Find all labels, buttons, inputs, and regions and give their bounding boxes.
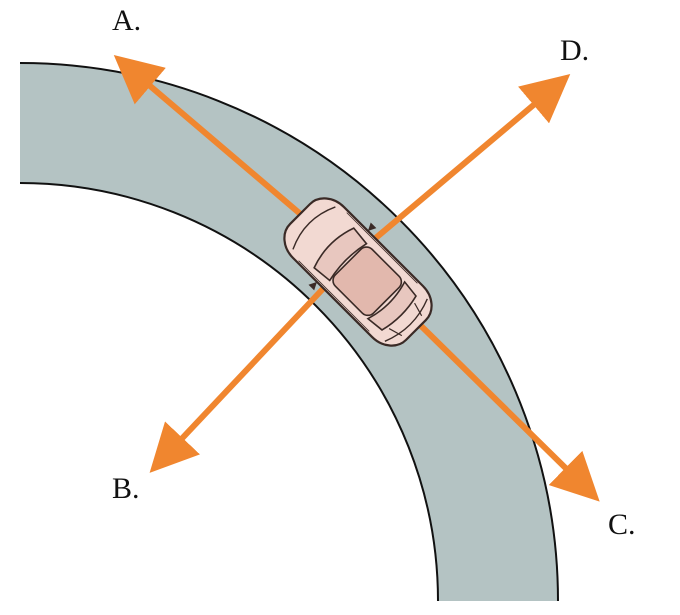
road [19,62,559,602]
label-a: A. [112,4,142,37]
label-b: B. [112,472,140,505]
label-c: C. [608,508,636,541]
arrow-d [350,74,571,261]
car-icon [283,197,433,347]
label-d: D. [560,34,590,67]
road-inner-edge [19,182,439,602]
road-surface [20,63,558,601]
arrow-b [149,255,355,473]
